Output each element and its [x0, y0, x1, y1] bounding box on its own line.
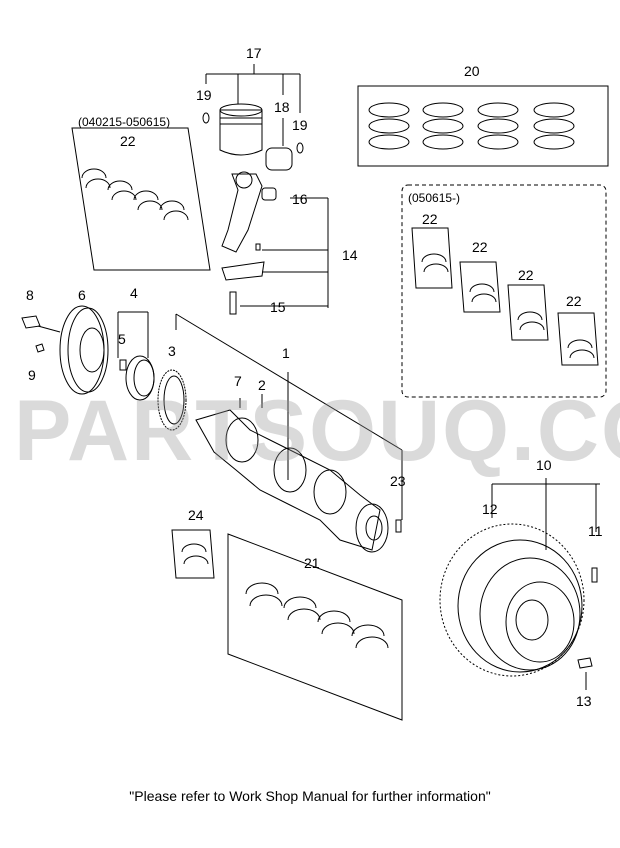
part-label-17: 17 [246, 45, 262, 61]
piston-ring-set-box [357, 85, 609, 167]
part-label-20: 20 [464, 63, 480, 79]
part-label-7: 7 [234, 373, 242, 389]
bearing-shells-early [81, 168, 189, 221]
part-label-24: 24 [188, 507, 204, 523]
crank-gear [157, 369, 187, 431]
part-label-21: 21 [304, 555, 320, 571]
flywheel-assembly [439, 478, 600, 690]
crankshaft [195, 409, 389, 553]
crank-sprocket [117, 311, 155, 401]
part-label-12: 12 [482, 501, 498, 517]
part-label-13: 13 [576, 693, 592, 709]
conrod-bearing-box-early [71, 127, 211, 271]
part-label-22-late-2: 22 [472, 239, 488, 255]
part-label-22-late-3: 22 [518, 267, 534, 283]
part-label-8: 8 [26, 287, 34, 303]
crankshaft-pulley [21, 305, 109, 395]
part-label-4: 4 [130, 285, 138, 301]
part-label-22-late-1: 22 [422, 211, 438, 227]
part-label-15: 15 [270, 299, 286, 315]
date-range-late: (050615-) [408, 191, 461, 205]
watermark: PARTSOUQ.COM [14, 383, 620, 479]
part-label-2: 2 [258, 377, 266, 393]
part-label-5: 5 [118, 331, 126, 347]
part-label-19-right: 19 [292, 117, 308, 133]
footnote: "Please refer to Work Shop Manual for fu… [129, 788, 491, 804]
date-range-early: (040215-050615) [78, 115, 171, 129]
part-label-9: 9 [28, 367, 36, 383]
part-label-3: 3 [168, 343, 176, 359]
main-bearing-box [227, 533, 403, 721]
part-label-10: 10 [536, 457, 552, 473]
conrod-bearing-box-late [401, 184, 607, 398]
piston-assembly [202, 64, 304, 171]
part-label-6: 6 [78, 287, 86, 303]
part-label-18: 18 [274, 99, 290, 115]
piston-rings [368, 102, 575, 150]
part-label-19-left: 19 [196, 87, 212, 103]
part-label-22-late-4: 22 [566, 293, 582, 309]
part-label-14: 14 [342, 247, 358, 263]
connecting-rod [221, 171, 329, 315]
part-label-16: 16 [292, 191, 308, 207]
part-label-1: 1 [282, 345, 290, 361]
crankshaft-reference-box [175, 313, 403, 533]
part-label-22-early: 22 [120, 133, 136, 149]
thrust-bearing-box [171, 529, 215, 579]
part-label-23: 23 [390, 473, 406, 489]
part-label-11: 11 [588, 523, 603, 539]
